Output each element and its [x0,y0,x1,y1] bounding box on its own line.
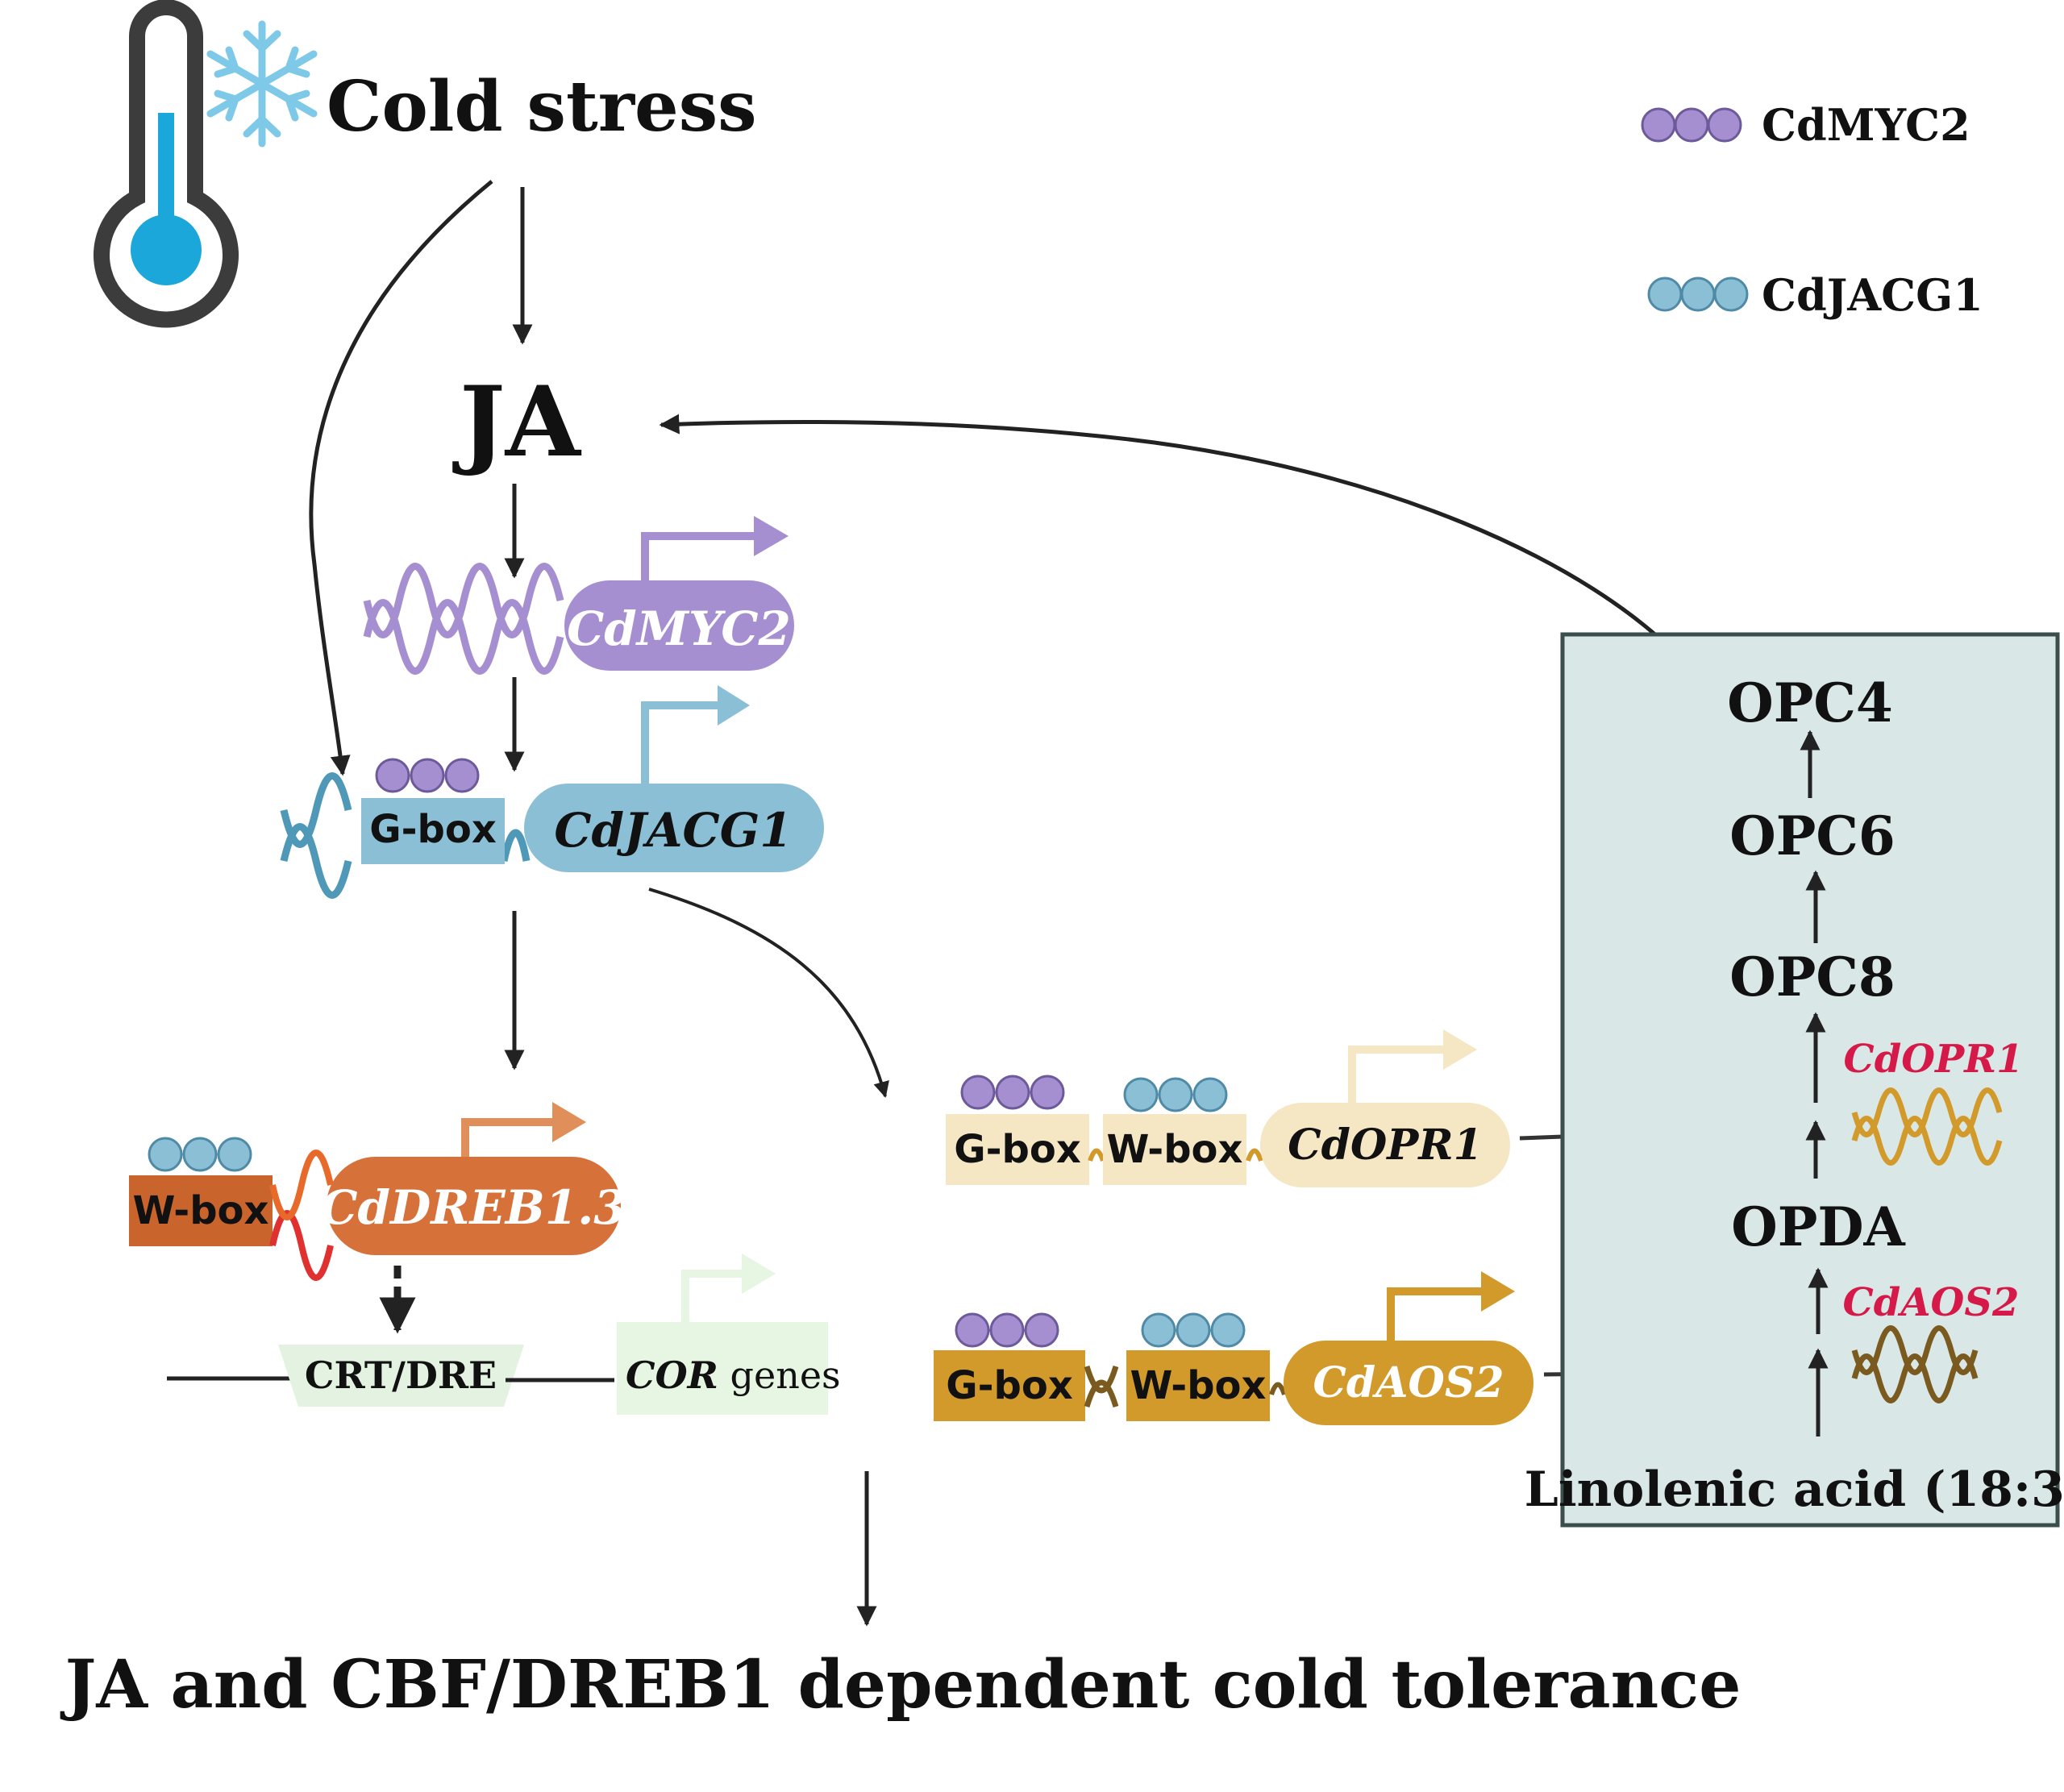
cor-genes-label: COR genes [626,1353,841,1397]
legend-jacg1-icon [1647,276,1749,312]
opr-dna-link-1 [1088,1148,1105,1162]
wbox-dreb [129,1175,273,1246]
cdmyc2-gene-label: CdMYC2 [567,601,791,656]
legend-jacg1-label: CdJACG1 [1762,269,1983,321]
opr-promoter-arrow [1348,1046,1447,1103]
aos2-gene-helix [1851,1325,1979,1403]
cor-promoter-arrow [681,1270,746,1322]
legend-myc2-icon [1641,107,1742,143]
wbox-aos [1126,1350,1270,1421]
linolenic-label: Linolenic acid (18:3) [1525,1461,2064,1518]
gbox-aos [934,1350,1085,1421]
cor-genes-block [617,1322,828,1415]
opr-dna-link-2 [1246,1148,1263,1162]
myc2-dna-helix [363,563,564,675]
legend-myc2-label: CdMYC2 [1762,99,1970,151]
opr-promoter-arrowhead [1443,1029,1477,1070]
wbox-opr-label: W-box [1106,1127,1242,1172]
gbox-aos-label: G-box [946,1363,1073,1408]
title-cold-stress: Cold stress [327,66,757,148]
wbox-aos-label: W-box [1130,1363,1266,1408]
jacg1-bound-wbox-icon [148,1137,252,1172]
outcome-label: JA and CBF/DREB1 dependent cold toleranc… [60,1646,1742,1723]
cdmyc2-gene-block [564,580,794,671]
cor-italic: COR [626,1353,718,1397]
aos-dna-link-1 [1084,1365,1119,1408]
opc8-label: OPC8 [1729,946,1895,1008]
aos-promoter-arrowhead [1481,1271,1515,1312]
opc4-label: OPC4 [1727,671,1893,734]
jacg1-promoter-arrow [641,701,722,784]
cdopr1-pathway-label: CdOPR1 [1844,1037,2024,1082]
cdopr1-gene-block [1260,1103,1510,1187]
dreb-promoter-arrowhead [552,1102,586,1142]
jacg1-bound-opr-icon [1123,1077,1228,1112]
crt-dre-element [278,1345,524,1407]
myc2-bound-aos-icon [955,1312,1059,1348]
gbox-jacg1 [361,798,505,864]
legend: CdMYC2 CdJACG1 [1641,99,1983,321]
cor-promoter-arrowhead [742,1254,776,1294]
cdjacg1-gene-block [524,784,824,872]
aos-dna-link-2 [1269,1382,1287,1395]
thermometer-icon [94,0,239,328]
dreb-dna-helix [269,1150,334,1281]
myc2-bound-opr-icon [960,1075,1065,1110]
myc2-bound-gbox-icon [375,758,480,793]
wbox-dreb-label: W-box [132,1188,268,1233]
cddreb-gene-block [327,1157,621,1255]
arrow-jacg1-to-targets [648,888,889,1098]
dreb-promoter-arrow [461,1118,556,1157]
snowflake-icon [206,20,318,148]
cdaos2-gene-label: CdAOS2 [1313,1358,1504,1407]
jacg1-dna-helix [280,772,531,899]
gbox-opr [946,1114,1089,1185]
aos-promoter-arrow [1387,1287,1485,1341]
arrow-cold-to-gbox [309,180,493,776]
cdaos2-gene-block [1284,1341,1533,1425]
myc2-promoter-arrowhead [754,516,789,556]
gbox-opr-label: G-box [954,1127,1081,1172]
opr1-gene-helix [1851,1087,2003,1166]
cor-genes-text: genes [718,1353,841,1397]
gbox-jacg1-label: G-box [369,807,497,852]
cdjacg1-gene-label: CdJACG1 [554,803,792,858]
cddreb-gene-label: CdDREB1.3 [320,1180,626,1235]
ja-label: JA [452,365,582,479]
myc2-promoter-arrow [641,532,758,580]
arrow-opc4-to-ja [659,414,1691,669]
opda-label: OPDA [1731,1195,1905,1258]
jacg1-bound-aos-icon [1141,1312,1246,1348]
crt-dre-label: CRT/DRE [305,1353,497,1397]
wbox-opr [1103,1114,1246,1185]
cdopr1-gene-label: CdOPR1 [1288,1121,1483,1170]
jacg1-promoter-arrowhead [718,685,750,726]
cdaos2-pathway-label: CdAOS2 [1843,1280,2020,1325]
opc6-label: OPC6 [1729,805,1895,867]
